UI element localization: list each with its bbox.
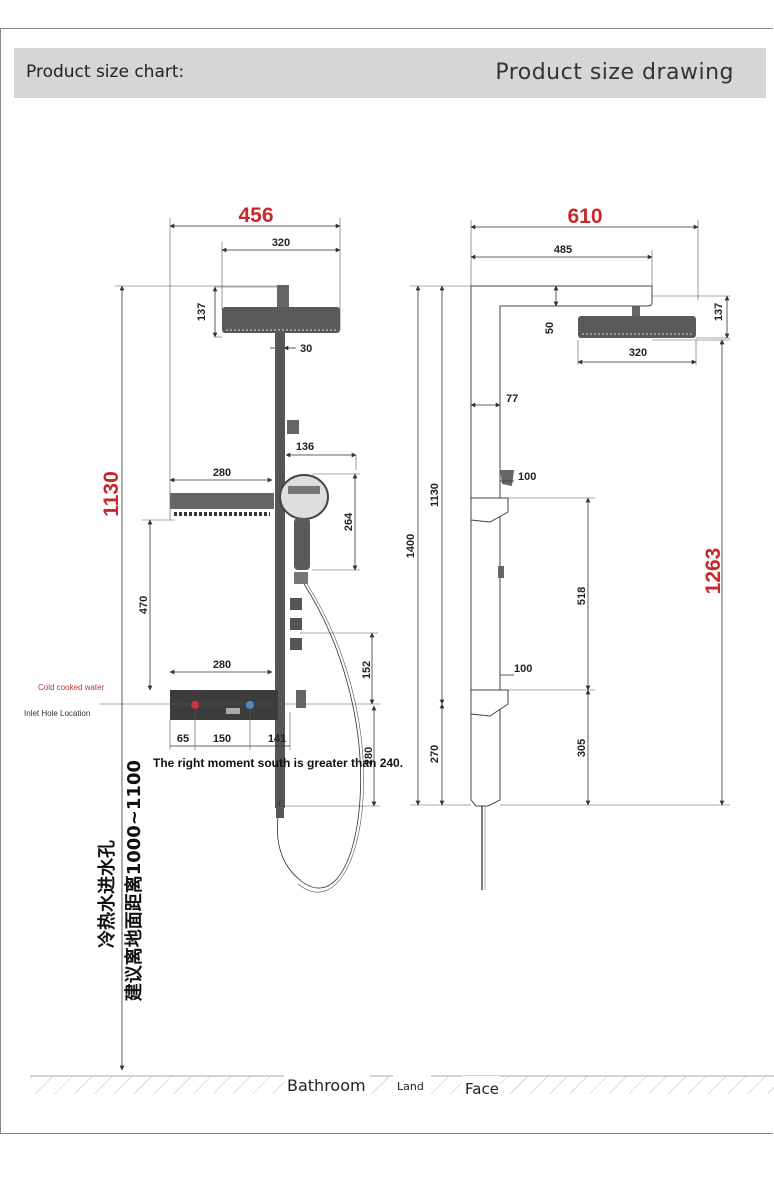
front-shelf-spacing: 470 [138,596,150,614]
side-view: 610 485 50 137 320 77 100 [405,205,730,890]
front-overall-height: 1130 [100,471,123,517]
front-shelf-width-upper: 280 [213,467,231,479]
chinese-note-line1: 冷热水进水孔 [96,840,118,948]
front-inlet-left-margin: 65 [177,733,189,745]
page-frame [0,28,773,1134]
shower-hose [276,583,361,889]
lower-shelf-valve-body [170,690,278,720]
side-head-width: 320 [629,347,647,359]
front-overall-width: 456 [238,204,273,227]
side-body-outline [470,285,653,807]
side-lower-shelf [470,689,509,717]
valve-knob-2 [290,618,302,630]
handshower-handle [294,518,310,570]
cold-water-label: Cold cooked water [38,683,105,692]
front-bottom-extension: 280 [363,747,375,765]
valve-knob-1 [290,598,302,610]
front-note: The right moment south is greater than 2… [153,756,403,770]
front-arm-offset: 30 [300,343,312,355]
front-handshower-length: 264 [343,512,355,531]
cold-water-inlet-marker [246,701,254,709]
header-title-left: Product size chart: [26,62,185,82]
front-head-height: 137 [196,303,208,321]
side-head-thickness: 137 [713,303,725,321]
front-inlet-spacing: 150 [213,733,231,745]
front-shelf-to-inlet: 152 [361,661,373,679]
floor-label-land: Land [397,1080,424,1093]
overhead-shower-head [222,307,340,333]
handshower-head [279,474,329,520]
side-max-height: 1263 [702,548,725,595]
side-total-height: 1400 [405,534,417,558]
hot-water-inlet-marker [191,701,199,709]
header-bar: Product size chart: Product size drawing [14,48,766,98]
front-shelf-width-lower: 280 [213,659,231,671]
shower-arm-connector [277,285,289,307]
side-column-height: 1130 [429,483,441,507]
side-base-height: 270 [429,745,441,763]
front-view: 456 320 137 30 1130 136 [24,204,403,1071]
side-hook-offset-upper: 100 [518,471,536,483]
front-handshower-width: 136 [296,441,314,453]
floor-line: Bathroom Land Face [30,1074,774,1098]
side-lower-shelf-height: 305 [576,739,588,757]
side-arm-thickness: 50 [544,322,556,334]
front-inlet-right-margin: 141 [268,733,286,745]
header-title-right: Product size drawing [495,60,734,85]
side-wall-offset: 77 [506,393,518,405]
valve-knob-3 [290,638,302,650]
main-column [275,333,285,808]
side-upper-shelf [470,497,509,523]
side-overall-depth: 610 [567,205,602,228]
side-hook-offset-lower: 100 [514,663,532,675]
side-arm-length: 485 [554,244,572,256]
inlet-hole-label: Inlet Hole Location [24,709,90,718]
chinese-note-line2: 建议离地面距离1000~1100 [123,760,145,1001]
side-shelf-spacing: 518 [576,587,588,605]
floor-label-bathroom: Bathroom [287,1076,366,1095]
front-head-width: 320 [272,237,290,249]
side-shower-head [578,316,696,338]
floor-label-face: Face [465,1080,499,1098]
upper-shelf [170,493,274,509]
